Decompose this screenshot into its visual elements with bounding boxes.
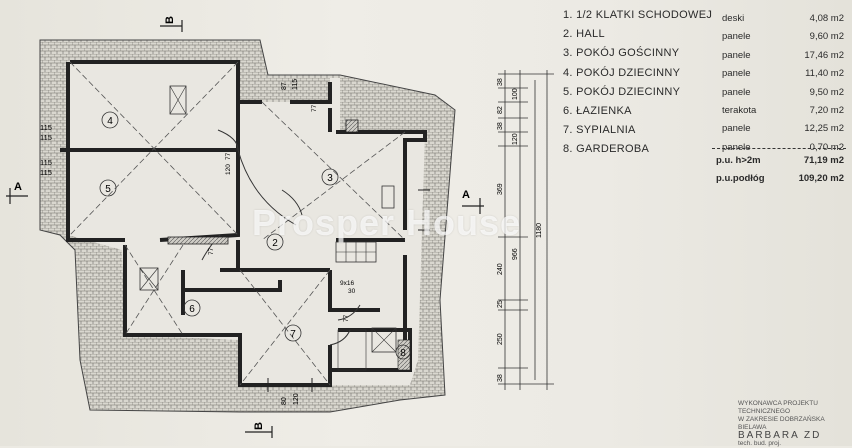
- room-crosses: [69, 61, 406, 386]
- svg-text:100: 100: [512, 88, 519, 100]
- room-marker-2: 2: [272, 238, 278, 249]
- svg-text:38: 38: [497, 374, 504, 382]
- section-mark-b-bottom: B: [253, 422, 265, 430]
- room-legend-item: 5. POKÓJ DZIECINNY: [563, 85, 681, 98]
- svg-text:115: 115: [40, 123, 52, 132]
- svg-text:9x16: 9x16: [340, 280, 354, 287]
- room-legend-item: 2. HALL: [563, 28, 605, 41]
- dimensions-left: 115 115 115 115: [40, 123, 52, 177]
- room-marker-3: 3: [327, 173, 333, 184]
- svg-text:240: 240: [497, 263, 504, 275]
- section-mark-a-right: A: [462, 189, 470, 201]
- svg-text:115: 115: [292, 79, 299, 90]
- svg-text:82: 82: [497, 106, 504, 114]
- svg-text:77: 77: [311, 104, 318, 112]
- watermark: Prosper House: [252, 202, 522, 243]
- room-legend-item: 4. POKÓJ DZIECINNY: [563, 66, 681, 79]
- svg-text:80: 80: [281, 397, 288, 405]
- svg-text:77: 77: [225, 152, 232, 160]
- svg-text:38: 38: [497, 78, 504, 86]
- svg-text:115: 115: [40, 168, 52, 177]
- room-legend-item: 3. POKÓJ GOŚCINNY: [563, 47, 680, 60]
- room-marker-7: 7: [290, 329, 296, 340]
- svg-text:77: 77: [343, 314, 350, 322]
- svg-text:120: 120: [512, 133, 519, 145]
- svg-text:120: 120: [225, 164, 232, 175]
- svg-text:120: 120: [293, 393, 300, 405]
- room-marker-6: 6: [189, 304, 195, 315]
- dimensions-inner: 77 120 77 9x16 30 77 77: [208, 104, 356, 322]
- dimension-chain-right: [498, 70, 554, 390]
- fixtures: [139, 85, 411, 371]
- room-legend: 1. 1/2 KLATKI SCHODOWEJ 2. HALL 3. POKÓJ…: [563, 6, 713, 160]
- svg-text:30: 30: [348, 288, 356, 295]
- svg-text:38: 38: [497, 122, 504, 130]
- dimension-chain-labels: 38 100 82 38 120 369 240 966 25 250 38 1…: [497, 78, 543, 382]
- room-marker-4: 4: [107, 116, 113, 127]
- section-mark-b-top: B: [164, 16, 176, 24]
- svg-text:25: 25: [497, 300, 504, 308]
- room-legend-item: 6. ŁAZIENKA: [563, 105, 632, 118]
- section-marks: B B A A: [6, 16, 484, 438]
- svg-text:250: 250: [497, 333, 504, 345]
- dimensions-bottom: 80 120: [281, 393, 300, 405]
- svg-text:966: 966: [512, 248, 519, 260]
- svg-text:115: 115: [40, 133, 52, 142]
- room-marker-8: 8: [400, 348, 406, 359]
- svg-text:87: 87: [281, 82, 288, 90]
- section-mark-a-left: A: [14, 181, 22, 193]
- totals-separator: [712, 148, 846, 149]
- svg-text:77: 77: [208, 247, 215, 255]
- dimensions-top: 87 115: [281, 79, 299, 90]
- room-legend-item: 7. SYPIALNIA: [563, 124, 636, 137]
- designer-stamp: WYKONAWCA PROJEKTU TECHNICZNEGO W ZAKRES…: [738, 400, 825, 447]
- room-legend-item: 8. GARDEROBA: [563, 143, 650, 156]
- room-number-markers: 2 3 4 5 6 7 8: [99, 111, 411, 360]
- room-legend-item: 1. 1/2 KLATKI SCHODOWEJ: [563, 9, 713, 21]
- svg-text:1180: 1180: [536, 223, 543, 238]
- svg-text:369: 369: [497, 183, 504, 195]
- svg-text:115: 115: [40, 158, 52, 167]
- room-marker-5: 5: [105, 184, 111, 195]
- windows: [267, 189, 430, 392]
